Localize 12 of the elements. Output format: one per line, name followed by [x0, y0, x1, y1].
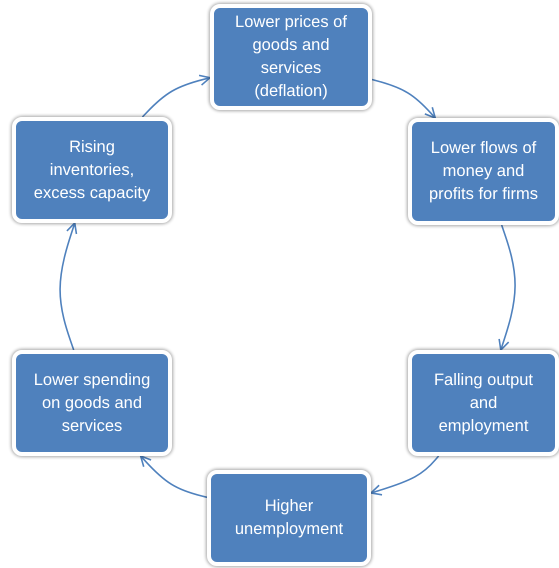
arrow — [498, 224, 516, 351]
arrow — [140, 455, 208, 498]
box-label: Rising inventories, excess capacity — [32, 136, 152, 204]
arrow — [59, 222, 78, 350]
box-label: Lower flows of money and profits for firms — [428, 138, 540, 205]
arrow — [370, 455, 440, 496]
box-label: Falling output and employment — [432, 370, 534, 436]
box-label: Higher unemployment — [234, 496, 344, 540]
box-label: Lower spending on goods and services — [32, 370, 152, 436]
box-label: Lower prices of goods and services (deflation) — [234, 12, 348, 102]
arrow — [372, 78, 436, 119]
arrow — [142, 74, 211, 118]
